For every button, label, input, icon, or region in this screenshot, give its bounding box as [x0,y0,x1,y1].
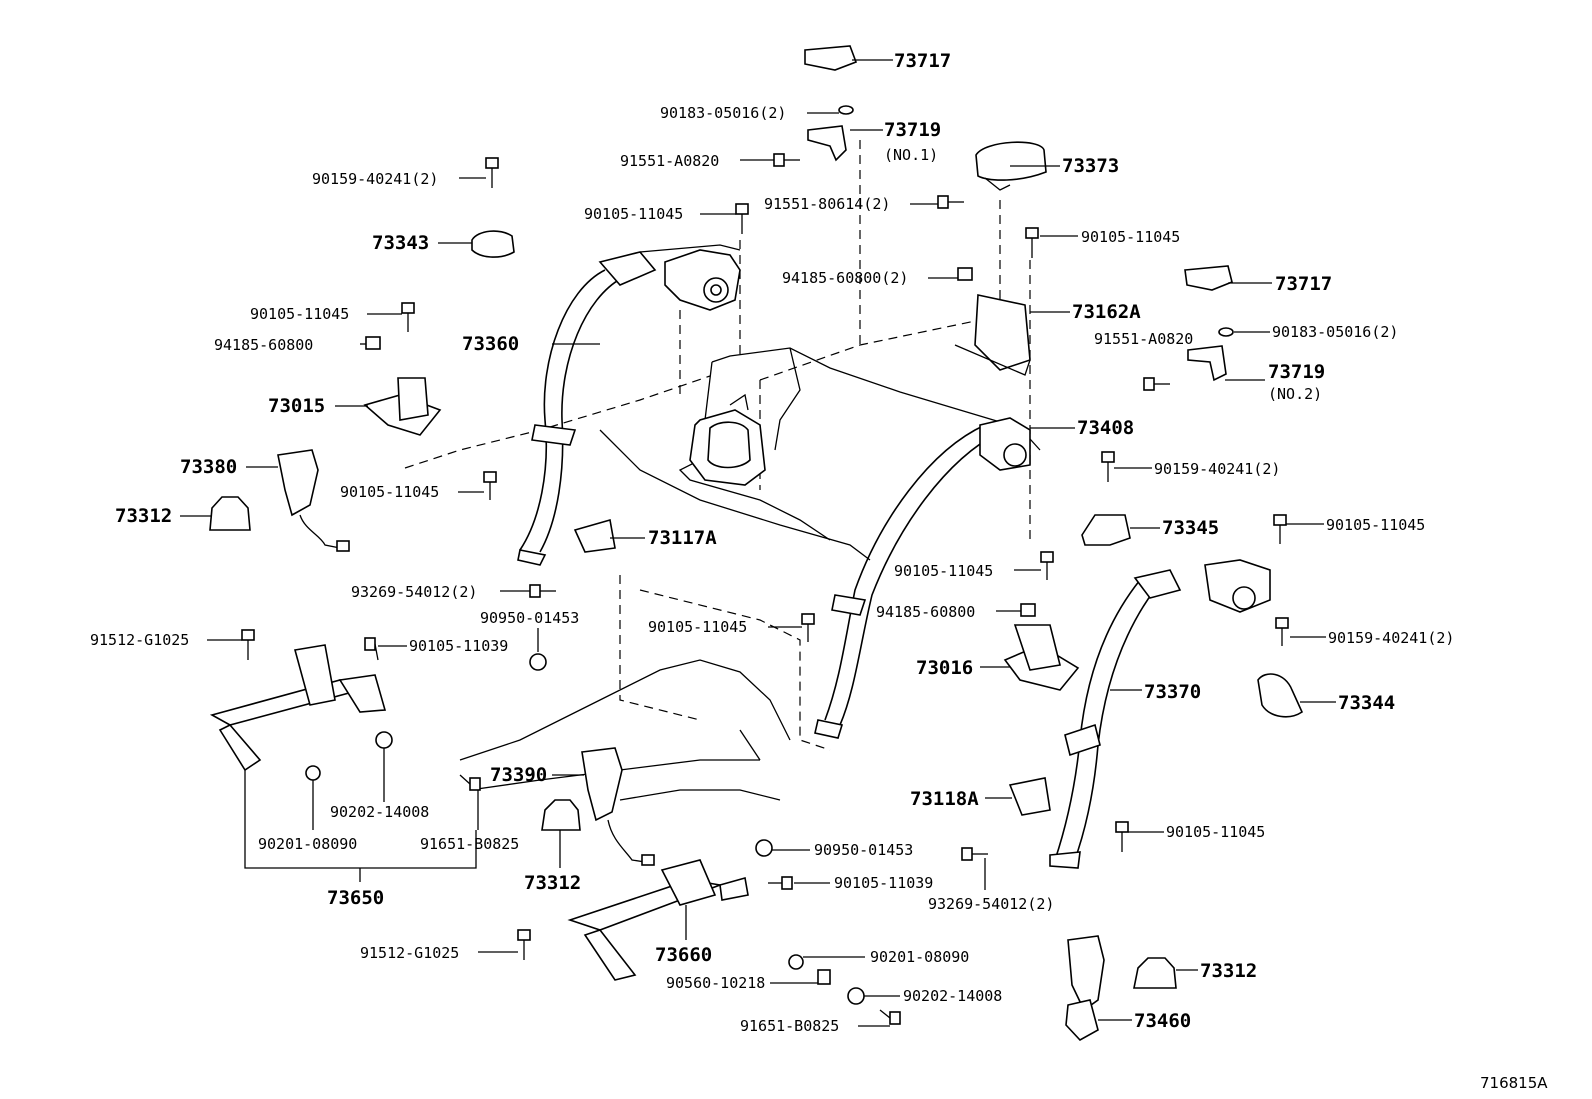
bracket-73118A [1008,777,1051,816]
bracket-73117A [573,518,616,553]
label-90202-14008-a: 90202-14008 [330,803,429,821]
label-90183-05016-top: 90183-05016(2) [660,104,786,122]
label-73312-b: 73312 [524,872,581,894]
label-73370: 73370 [1144,681,1201,703]
label-90201-08090-b: 90201-08090 [870,948,969,966]
label-73312-c: 73312 [1200,960,1257,982]
center-retractor-housing [689,393,766,486]
label-90159-40241-mid: 90159-40241(2) [1154,460,1280,478]
label-94185-60800-c: 94185-60800 [876,603,975,621]
label-73717-right: 73717 [1275,273,1332,295]
label-73650: 73650 [327,887,384,909]
label-73380: 73380 [180,456,237,478]
label-73660: 73660 [655,944,712,966]
label-94185-60800-b: 94185-60800 [214,336,313,354]
label-91551-A0820-top: 91551-A0820 [620,152,719,170]
label-90202-14008-b: 90202-14008 [903,987,1002,1005]
label-90105-11045-a: 90105-11045 [584,205,683,223]
part-labels: 73717 90183-05016(2) 73719 (NO.1) 91551-… [90,50,1454,1035]
label-73717-top: 73717 [894,50,951,72]
seat-belt-assembly-73370 [1049,559,1271,869]
label-90105-11045-c: 90105-11045 [250,305,349,323]
label-90105-11045-e: 90105-11045 [1326,516,1425,534]
label-90560-10218: 90560-10218 [666,974,765,992]
bracket-73162A [954,294,1031,376]
bracket-73015 [363,377,442,436]
label-73719-no2-sub: (NO.2) [1268,385,1322,403]
cover-73312-b [541,799,581,831]
label-90159-40241-right: 90159-40241(2) [1328,629,1454,647]
label-91551-80614: 91551-80614(2) [764,195,890,213]
label-90201-08090-a: 90201-08090 [258,835,357,853]
label-91651-B0825-b: 91651-B0825 [740,1017,839,1035]
bolt-icon [241,105,1289,1025]
label-73015: 73015 [268,395,325,417]
label-91512-G1025-a: 91512-G1025 [90,631,189,649]
label-93269-54012-b: 93269-54012(2) [928,895,1054,913]
label-93269-54012-a: 93269-54012(2) [351,583,477,601]
label-90950-01453-a: 90950-01453 [480,609,579,627]
label-73719-no1: 73719 [884,119,941,141]
label-73373: 73373 [1062,155,1119,177]
label-90183-05016-right: 90183-05016(2) [1272,323,1398,341]
figure-code: 716815A [1480,1074,1548,1092]
label-73719-no2: 73719 [1268,361,1325,383]
label-90159-40241-top: 90159-40241(2) [312,170,438,188]
label-90105-11045-h: 90105-11045 [1166,823,1265,841]
label-91551-A0820-right: 91551-A0820 [1094,330,1193,348]
label-90105-11045-f: 90105-11045 [894,562,993,580]
anchor-plate-73650 [209,644,387,772]
anchor-73345 [1081,514,1131,546]
label-73345: 73345 [1162,517,1219,539]
seat-belt-assembly-73408 [814,417,1031,739]
label-94185-60800-a: 94185-60800(2) [782,269,908,287]
buckle-73460 [1065,935,1105,1042]
anchor-plate-73660 [567,859,749,981]
label-90105-11045-d: 90105-11045 [340,483,439,501]
anchor-73344 [1257,673,1304,718]
label-73360: 73360 [462,333,519,355]
label-73408: 73408 [1077,417,1134,439]
seat-belt-assembly-73360 [517,244,741,566]
bracket-73719-no1 [807,125,847,162]
cover-73373 [975,141,1047,191]
cover-73312-c [1133,957,1177,989]
label-73016: 73016 [916,657,973,679]
label-90950-01453-b: 90950-01453 [814,841,913,859]
label-91651-B0825-a: 91651-B0825 [420,835,519,853]
label-90105-11039-b: 90105-11039 [834,874,933,892]
label-73117A: 73117A [648,527,717,549]
label-73460: 73460 [1134,1010,1191,1032]
label-73118A: 73118A [910,788,979,810]
anchor-73343 [471,230,515,258]
buckle-73390 [581,747,655,866]
cover-73312-a [209,496,251,531]
cover-73717-right [1184,265,1233,291]
label-73312-a: 73312 [115,505,172,527]
label-73343: 73343 [372,232,429,254]
label-73344: 73344 [1338,692,1395,714]
cover-73717-top [804,45,858,71]
bracket-73016 [1003,624,1080,691]
label-90105-11045-g: 90105-11045 [648,618,747,636]
label-90105-11045-b: 90105-11045 [1081,228,1180,246]
label-73719-no1-sub: (NO.1) [884,146,938,164]
label-90105-11039-a: 90105-11039 [409,637,508,655]
label-91512-G1025-b: 91512-G1025 [360,944,459,962]
label-73162A: 73162A [1072,301,1141,323]
buckle-73380 [277,449,350,552]
bracket-73719-no2 [1187,345,1227,382]
leader-lines [180,59,1336,1027]
label-73390: 73390 [490,764,547,786]
